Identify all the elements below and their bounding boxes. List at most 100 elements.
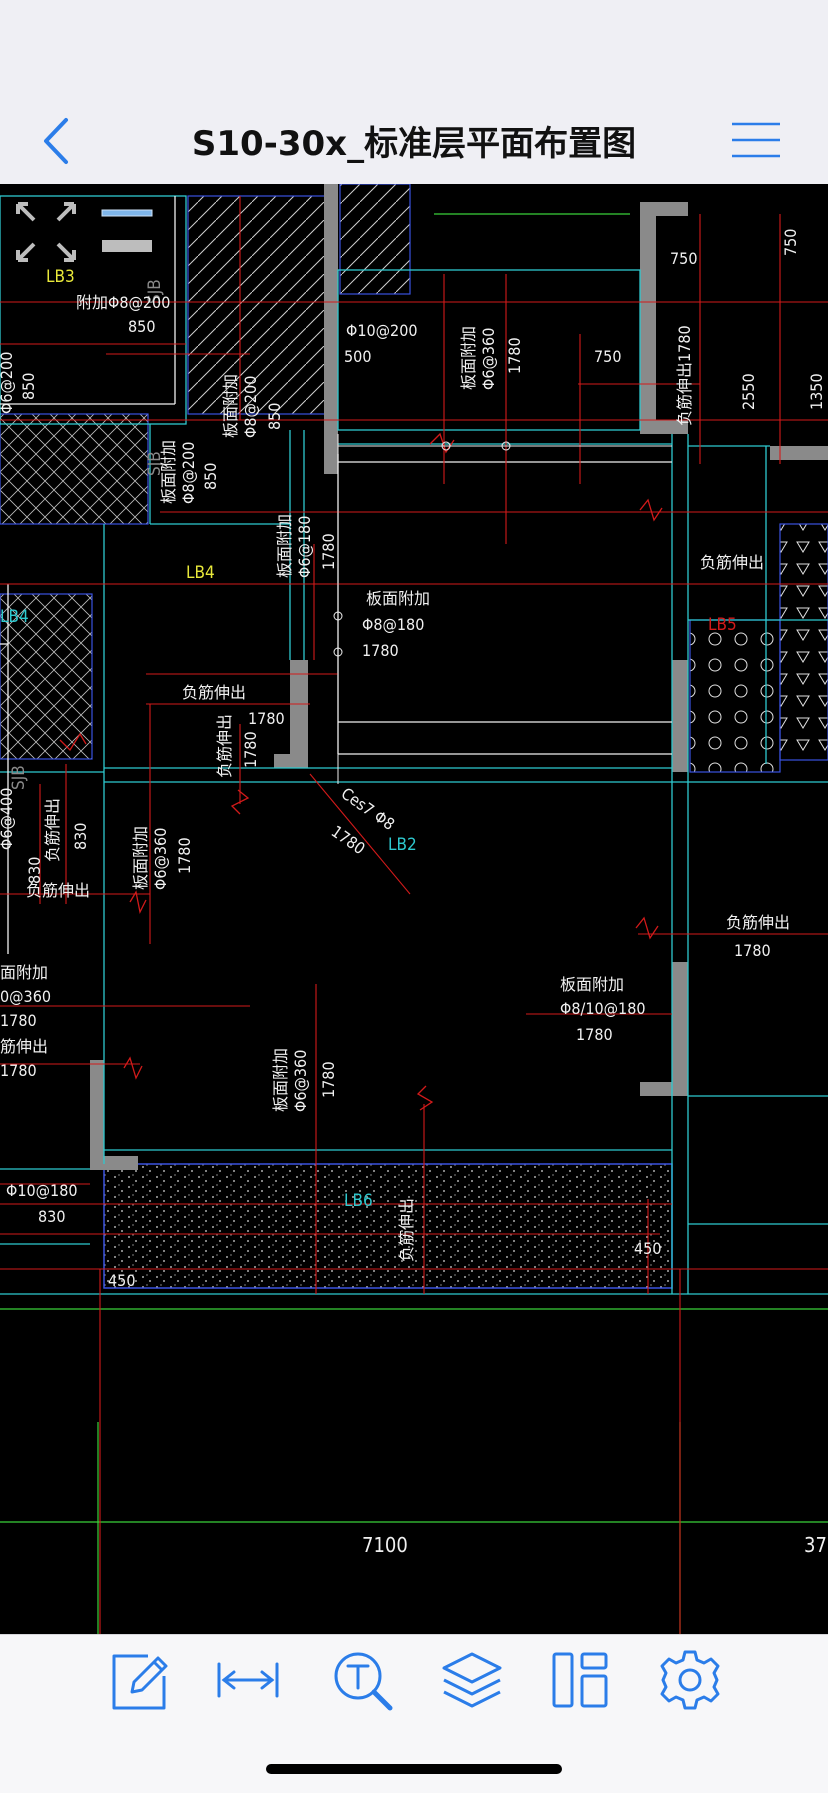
rebar-note: 1780 — [0, 1011, 37, 1030]
dimension-text: 7100 — [362, 1533, 408, 1557]
rebar-note: 500 — [344, 347, 371, 366]
slab-label: LB4 — [186, 563, 215, 583]
page-title: S10-30x_标准层平面布置图 — [191, 124, 637, 164]
rebar-note: 板面附加 — [221, 374, 240, 438]
rebar-note: 负筋伸出 — [43, 798, 62, 862]
rebar-note: 750 — [594, 347, 621, 366]
rebar-note: 1780 — [0, 1061, 37, 1080]
slab-label: LB2 — [388, 835, 417, 855]
rebar-note: Φ6@400 — [0, 788, 16, 850]
slab-label: SJB — [145, 451, 165, 476]
rebar-note: 板面附加 — [560, 975, 624, 994]
rebar-note: 850 — [265, 403, 284, 430]
hatch-region — [339, 184, 411, 295]
rebar-note: 1780 — [241, 731, 260, 768]
measure-tool[interactable] — [216, 1648, 280, 1712]
layout-tool[interactable] — [548, 1648, 612, 1712]
rebar-note: 1780 — [362, 641, 399, 660]
rebar-note: Φ10@200 — [346, 321, 418, 340]
hamburger-menu-icon — [732, 122, 780, 158]
rebar-note: 负筋伸出 — [700, 553, 764, 572]
layers-tool[interactable] — [440, 1648, 504, 1712]
triangle-pattern-region — [779, 523, 828, 761]
rebar-note: Φ8@180 — [362, 615, 424, 634]
layer-toggle-icon[interactable] — [102, 240, 152, 252]
rebar-note: 850 — [19, 373, 38, 400]
rebar-note: 负筋伸出 — [182, 683, 246, 702]
rebar-note: 面附加 — [0, 963, 48, 982]
rebar-note: 板面附加 — [459, 326, 478, 390]
rebar-note: 板面附加 — [159, 440, 178, 504]
rebar-note: 板面附加 — [366, 589, 430, 608]
circle-pattern-region — [689, 619, 781, 773]
cad-drawing: LB3 LB4 LB4 LB2 LB5 LB6 SJB SJB SJB 附加Φ8… — [0, 184, 828, 1634]
home-indicator — [266, 1764, 562, 1774]
rebar-note: 0@360 — [0, 987, 51, 1006]
rebar-note: Φ6@360 — [291, 1050, 310, 1112]
rebar-note: 850 — [201, 463, 220, 490]
rebar-note: 850 — [128, 317, 155, 336]
rebar-note: Φ8@200 — [179, 442, 198, 504]
layers-icon — [442, 1652, 502, 1708]
rebar-note: 750 — [781, 229, 800, 256]
rebar-note: Φ10@180 — [6, 1181, 78, 1200]
crosshatch-region — [0, 593, 93, 760]
layout-icon — [552, 1652, 608, 1708]
slab-label: LB3 — [46, 267, 75, 287]
rebar-note: 负筋伸出 — [26, 881, 90, 900]
rebar-note: 1780 — [175, 837, 194, 874]
red-lines — [0, 196, 828, 1634]
back-button[interactable] — [38, 112, 78, 170]
rebar-note: 830 — [71, 823, 90, 850]
walls — [90, 184, 828, 1170]
measure-icon — [217, 1662, 279, 1698]
rebar-note: Φ8/10@180 — [560, 999, 646, 1018]
slab-label: LB6 — [344, 1191, 373, 1211]
view-controls — [16, 202, 153, 262]
edit-tool[interactable] — [108, 1648, 172, 1712]
fit-screen-icon[interactable] — [16, 202, 76, 262]
dot-pattern-region — [103, 1163, 673, 1289]
rebar-note: 板面附加 — [275, 514, 294, 578]
rebar-note: 1780 — [505, 337, 524, 374]
menu-button[interactable] — [730, 118, 782, 162]
rebar-note: 板面附加 — [271, 1048, 290, 1112]
hatch-region — [187, 195, 327, 415]
slab-label: LB4 — [0, 607, 29, 627]
rebar-note: 830 — [38, 1207, 65, 1226]
rebar-note: 1780 — [248, 709, 285, 728]
rebar-note: 1780 — [328, 822, 369, 859]
rebar-note: 1780 — [319, 533, 338, 570]
text-search-tool[interactable] — [330, 1648, 394, 1712]
drawing-canvas[interactable]: LB3 LB4 LB4 LB2 LB5 LB6 SJB SJB SJB 附加Φ8… — [0, 184, 828, 1634]
chevron-left-icon — [44, 118, 68, 164]
rebar-note: 450 — [634, 1239, 661, 1258]
rebar-note: 附加Φ8@200 — [76, 293, 170, 312]
nav-bar: S10-30x_标准层平面布置图 — [0, 0, 828, 185]
rebar-note: 1350 — [807, 373, 826, 410]
rebar-note: 1780 — [576, 1025, 613, 1044]
rebar-note: 板面附加 — [131, 826, 150, 890]
dimension-text: 37 — [804, 1533, 827, 1557]
slab-label: LB5 — [708, 615, 737, 635]
rebar-note: 450 — [108, 1271, 135, 1290]
layer-toggle-icon[interactable] — [101, 209, 153, 217]
rebar-note: Φ6@360 — [479, 328, 498, 390]
rebar-note: 1780 — [734, 941, 771, 960]
rebar-note: 负筋伸出1780 — [675, 325, 694, 426]
rebar-note: 830 — [25, 857, 44, 884]
rebar-note: 筋伸出 — [0, 1037, 48, 1056]
slab-label: SJB — [145, 279, 165, 304]
slab-label: SJB — [9, 765, 29, 790]
rebar-note: Φ8@200 — [241, 376, 260, 438]
settings-icon — [660, 1650, 720, 1710]
crosshatch-region — [0, 413, 149, 525]
settings-tool[interactable] — [658, 1648, 722, 1712]
cyan-outlines — [0, 195, 828, 1295]
rebar-note: 负筋伸出 — [726, 913, 790, 932]
edit-icon — [112, 1654, 168, 1710]
dimension-marks — [333, 434, 672, 784]
rebar-note: 1780 — [319, 1061, 338, 1098]
rebar-note: Φ6@200 — [0, 352, 16, 414]
rebar-note: 负筋伸出 — [397, 1198, 416, 1262]
